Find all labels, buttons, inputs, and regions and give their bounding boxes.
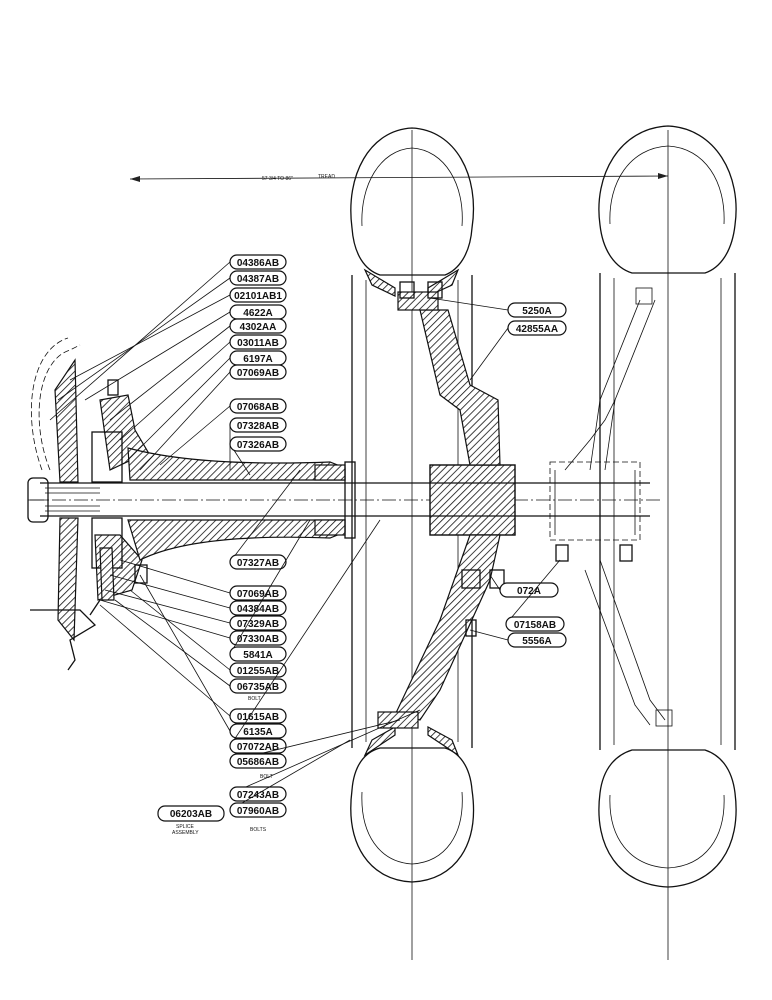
bolt-note-1: BOLT: [248, 696, 261, 702]
center-hub: [377, 281, 516, 729]
callout-tag: [229, 662, 287, 678]
callout-leader: [139, 371, 231, 471]
callout-label: 072A: [517, 586, 541, 597]
callout-label: 07243AB: [237, 790, 279, 801]
tread-dimension: 57 3/4 TO 86" TREAD: [129, 130, 669, 960]
callout-tag: [229, 708, 287, 724]
callout-leader: [109, 574, 231, 609]
right-callouts: 5250A 42855AA 072A 07158AB 5556A: [429, 297, 567, 648]
hub-housing: [30, 337, 356, 671]
callout-label: 07069AB: [237, 368, 279, 379]
callout-label: 07072AB: [237, 742, 279, 753]
callout-tag: [505, 616, 565, 632]
dimension-unit: TREAD: [318, 174, 335, 180]
callout-tag: [229, 270, 287, 286]
callout-extra-label: 06203AB: [170, 809, 212, 820]
callout-label: 4302AA: [240, 322, 277, 333]
callout-label: 07069AB: [237, 589, 279, 600]
callout-tag: [229, 738, 287, 754]
callout-label: 5841A: [243, 650, 272, 661]
callout-label: 6135A: [243, 727, 272, 738]
callout-tag: [229, 417, 287, 433]
callout-leader: [505, 559, 561, 625]
callout-leader: [84, 311, 231, 401]
callout-extra: 06203AB SPLICE ASSEMBLY BOLTS BOLT BOLT: [157, 696, 273, 836]
callout-leader: [229, 519, 381, 747]
callout-label: 07330AB: [237, 634, 279, 645]
bottom-note-1: SPLICE: [176, 824, 194, 830]
callout-label: 04387AB: [237, 274, 279, 285]
callout-leader: [229, 519, 311, 655]
callout-label: 01255AB: [237, 666, 279, 677]
callout-label: 42855AA: [516, 324, 558, 335]
callout-leader: [119, 341, 231, 441]
callout-leader: [57, 277, 231, 401]
callout-leader: [469, 327, 509, 381]
callout-label: 01615AB: [237, 712, 279, 723]
callout-label: 07326AB: [237, 440, 279, 451]
callout-label: 07327AB: [237, 558, 279, 569]
callout-label: 6197A: [243, 354, 272, 365]
callout-tag: [229, 646, 287, 662]
bolt-note-2: BOLT: [260, 774, 273, 780]
callout-leader: [49, 261, 231, 421]
callout-tag: [229, 318, 287, 334]
callout-leader: [489, 574, 501, 591]
callout-tag: [229, 436, 287, 452]
callout-leader: [109, 325, 231, 421]
callout-leader: [119, 559, 231, 594]
callout-tag: [229, 554, 287, 570]
callout-leader: [99, 604, 231, 717]
callout-tag: [507, 632, 567, 648]
callout-tag: [229, 723, 287, 739]
callout-leader: [69, 294, 231, 381]
callout-tag: [229, 254, 287, 270]
callout-tag: [229, 802, 287, 818]
callout-label: 07329AB: [237, 619, 279, 630]
callout-tag: [229, 398, 287, 414]
bottom-note-2: ASSEMBLY: [172, 830, 199, 836]
callout-leader: [127, 357, 231, 461]
callout-tag: [507, 320, 567, 336]
callout-label: 03011AB: [237, 338, 279, 349]
callout-label: 4622A: [243, 308, 272, 319]
callout-label: 06735AB: [237, 682, 279, 693]
callout-label: 02101AB1: [234, 291, 282, 302]
callout-tag: [229, 615, 287, 631]
callout-label: 5556A: [522, 636, 551, 647]
callout-tag: [229, 753, 287, 769]
bottom-note-3: BOLTS: [250, 827, 267, 833]
callout-label: 05686AB: [237, 757, 279, 768]
callout-label: 04384AB: [237, 604, 279, 615]
callout-label: 04386AB: [237, 258, 279, 269]
callout-tag: [229, 364, 287, 380]
callout-tag: [229, 585, 287, 601]
callout-tag: [507, 302, 567, 318]
dimension-value: 57 3/4 TO 86": [262, 176, 293, 182]
callout-leader: [114, 599, 231, 687]
axle-shaft: [27, 477, 660, 523]
callout-tag: [229, 287, 287, 303]
callout-leader: [159, 405, 231, 466]
callout-leader: [429, 297, 509, 311]
callout-tag: [229, 600, 287, 616]
callout-tag: [229, 334, 287, 350]
callout-label: 5250A: [522, 306, 551, 317]
callout-leader: [469, 629, 509, 641]
callout-label: 07328AB: [237, 421, 279, 432]
callout-leader: [229, 739, 351, 811]
callout-leader: [229, 469, 301, 563]
callout-leader: [104, 589, 231, 624]
left-callouts: 04386AB 04387AB 02101AB1 4622A 4302AA 03011AB…: [49, 254, 421, 818]
callout-leader: [229, 709, 421, 795]
callout-label: 07158AB: [514, 620, 556, 631]
callout-leader: [139, 574, 231, 732]
callout-label: 07068AB: [237, 402, 279, 413]
outer-hub: [549, 399, 641, 562]
callout-label: 07960AB: [237, 806, 279, 817]
callout-tag: [229, 630, 287, 646]
outer-dual-wheel: [584, 125, 737, 888]
callout-leader: [129, 589, 231, 671]
